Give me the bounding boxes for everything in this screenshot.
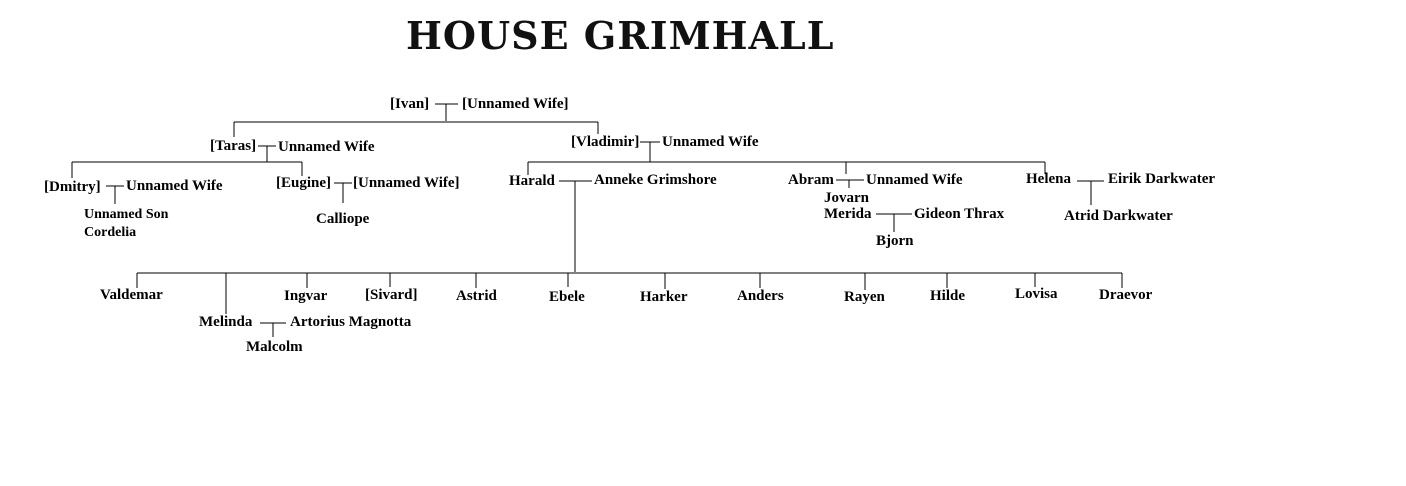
person-valdemar: Valdemar [100, 287, 163, 303]
person-draevor: Draevor [1099, 287, 1153, 303]
person-ingvar: Ingvar [284, 288, 328, 304]
spouse-taras-wife: Unnamed Wife [278, 139, 375, 155]
spouse-vladimir-wife: Unnamed Wife [662, 134, 759, 150]
spouse-artorius-magnotta: Artorius Magnotta [290, 314, 412, 330]
person-ivan: [Ivan] [390, 96, 430, 112]
person-eugine: [Eugine] [276, 175, 332, 191]
person-jovarn: Jovarn [824, 190, 869, 206]
person-vladimir: [Vladimir] [571, 134, 640, 150]
person-astrid: Astrid [456, 288, 497, 304]
person-cordelia: Cordelia [84, 225, 137, 240]
person-rayen: Rayen [844, 289, 885, 305]
spouse-abram-wife: Unnamed Wife [866, 172, 963, 188]
person-abram: Abram [788, 172, 834, 188]
spouse-dmitry-wife: Unnamed Wife [126, 178, 223, 194]
person-ebele: Ebele [549, 289, 585, 305]
person-malcolm: Malcolm [246, 339, 303, 355]
person-merida: Merida [824, 206, 872, 222]
person-sivard: [Sivard] [365, 287, 418, 303]
person-anders: Anders [737, 288, 784, 304]
person-hilde: Hilde [930, 288, 966, 304]
spouse-eirik-darkwater: Eirik Darkwater [1108, 171, 1216, 187]
person-lovisa: Lovisa [1015, 286, 1058, 302]
person-harker: Harker [640, 289, 688, 305]
person-calliope: Calliope [316, 211, 370, 227]
person-atrid-darkwater: Atrid Darkwater [1064, 208, 1173, 224]
person-unnamed-son: Unnamed Son [84, 207, 169, 222]
person-helena: Helena [1026, 171, 1071, 187]
person-harald: Harald [509, 173, 555, 189]
spouse-ivan-wife: [Unnamed Wife] [462, 96, 569, 112]
person-dmitry: [Dmitry] [44, 179, 101, 195]
person-melinda: Melinda [199, 314, 253, 330]
page-title: HOUSE GRIMHALL [406, 13, 835, 58]
spouse-eugine-wife: [Unnamed Wife] [353, 175, 460, 191]
spouse-anneke-grimshore: Anneke Grimshore [594, 172, 717, 188]
person-taras: [Taras] [210, 138, 257, 154]
person-bjorn: Bjorn [876, 233, 914, 249]
spouse-gideon-thrax: Gideon Thrax [914, 206, 1005, 222]
